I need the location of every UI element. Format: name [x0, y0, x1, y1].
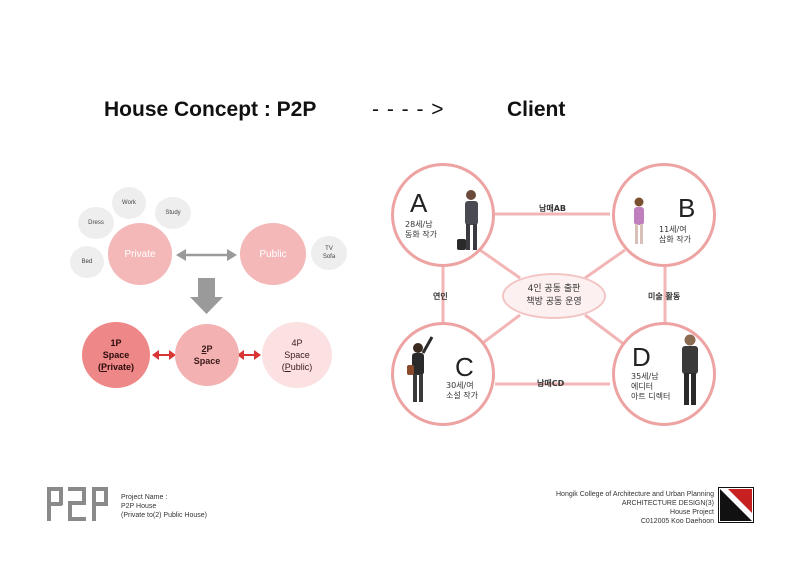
- link-b-center: [584, 248, 626, 280]
- red-double-arrow-left-icon: [152, 350, 176, 360]
- node-a-letter: A: [410, 188, 428, 218]
- space-2p-mid: Space: [193, 356, 221, 366]
- red-double-arrow-right-icon: [237, 350, 261, 360]
- bubble-dress-label: Dress: [88, 220, 104, 226]
- space-1p-mid: Space: [102, 350, 130, 360]
- course-name: ARCHITECTURE DESIGN(3): [621, 500, 714, 507]
- link-a-center: [479, 248, 521, 280]
- bubble-study-label: Study: [165, 210, 181, 216]
- rel-bd-label: 미술 활동: [648, 292, 681, 301]
- bubble-study: Study: [155, 197, 191, 229]
- space-4p-bottom: (Public): [281, 362, 313, 372]
- double-arrow-icon: [176, 249, 237, 261]
- node-b: [612, 163, 716, 267]
- project-name: P2P House: [121, 503, 157, 510]
- space-4p-mid: Space: [284, 350, 310, 360]
- project-info: Project Name : P2P House (Private to(2) …: [121, 493, 207, 520]
- link-d-center: [584, 313, 626, 347]
- person-b-icon: [634, 197, 644, 244]
- private-circle: Private: [108, 223, 172, 285]
- bubble-bed: Bed: [70, 246, 104, 278]
- page-title: House Concept : P2P: [104, 98, 317, 121]
- bubble-work: Work: [112, 187, 146, 219]
- private-label: Private: [124, 248, 156, 260]
- public-label: Public: [259, 248, 287, 260]
- person-a-icon: [457, 190, 478, 250]
- public-circle: Public: [240, 223, 306, 285]
- space-2p: 2P Space: [175, 324, 239, 386]
- down-arrow-icon: [190, 278, 223, 314]
- school-name: Hongik College of Architecture and Urban…: [556, 491, 714, 498]
- bubble-bed-label: Bed: [81, 259, 93, 265]
- center-line2: 책방 공동 운영: [526, 297, 582, 307]
- space-2p-top: 2P: [201, 344, 213, 354]
- bubble-dress: Dress: [78, 207, 114, 239]
- space-4p: 4P Space (Public): [262, 322, 332, 388]
- school-logo-icon: [718, 487, 754, 523]
- space-1p-top: 1P: [110, 338, 122, 348]
- project-type: House Project: [670, 509, 714, 516]
- center-line1: 4인 공동 출판: [527, 284, 581, 294]
- rel-cd-label: 남매CD: [537, 379, 565, 388]
- space-1p: 1P Space (Private): [82, 322, 150, 388]
- bubble-tv-sofa: TV Sofa: [311, 236, 347, 270]
- project-label: Project Name :: [121, 494, 168, 501]
- rel-ab-label: 남매AB: [539, 204, 567, 213]
- student-id: C012005 Koo Daehoon: [640, 518, 714, 525]
- space-1p-bottom: (Private): [97, 362, 135, 372]
- link-c-center: [479, 313, 521, 347]
- node-c-letter: C: [455, 352, 474, 382]
- client-title: Client: [507, 98, 566, 121]
- rel-ac-label: 연인: [433, 292, 448, 301]
- node-b-letter: B: [678, 193, 696, 223]
- p2p-logo-icon: [47, 487, 108, 521]
- person-d-icon: [682, 334, 698, 405]
- node-d: [612, 322, 716, 426]
- person-c-icon: [407, 336, 434, 402]
- center-shared-activity: 4인 공동 출판 책방 공동 운영: [502, 273, 606, 319]
- space-4p-top: 4P: [291, 338, 303, 348]
- node-d-letter: D: [632, 342, 651, 372]
- bubble-work-label: Work: [122, 200, 136, 206]
- school-info: Hongik College of Architecture and Urban…: [500, 490, 714, 526]
- arrow-text: - - - - >: [372, 98, 445, 121]
- project-sub: (Private to(2) Public House): [121, 512, 207, 519]
- bubble-tv-sofa-label: TV Sofa: [322, 246, 336, 260]
